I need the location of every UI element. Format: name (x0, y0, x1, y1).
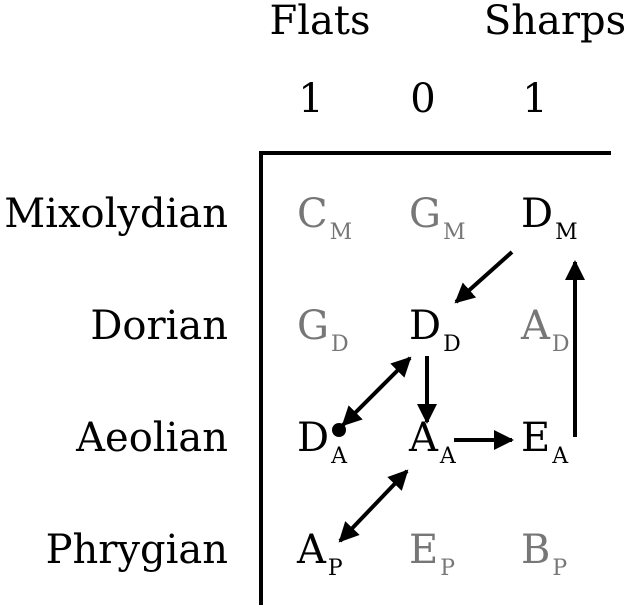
arrow-dm-to-dd (454, 250, 514, 304)
note-a-phrygian: AP (296, 527, 343, 581)
column-number-sharps: 1 (522, 76, 547, 122)
column-number-zero: 0 (410, 76, 435, 122)
start-markers (332, 423, 346, 437)
note-d-aeolian: DA (297, 415, 348, 469)
note-g-mixolydian: GM (409, 191, 465, 245)
note-grid: CM GM DM GD DD AD DA AA EA AP EP BP (296, 191, 578, 581)
mode-label-dorian: Dorian (90, 303, 228, 349)
flats-label: Flats (270, 0, 371, 44)
note-e-aeolian: EA (521, 415, 569, 469)
mode-label-phrygian: Phrygian (46, 527, 228, 573)
mode-label-mixolydian: Mixolydian (4, 191, 228, 237)
note-d-dorian: DD (409, 303, 461, 357)
note-a-dorian: AD (520, 303, 570, 357)
column-number-flats: 1 (298, 76, 323, 122)
note-a-aeolian: AA (408, 415, 457, 469)
note-g-dorian: GD (297, 303, 349, 357)
start-dot (332, 423, 346, 437)
arrow-dd-to-da (341, 356, 412, 427)
note-c-mixolydian: CM (297, 191, 352, 245)
note-b-phrygian: BP (521, 527, 567, 581)
connection-arrows (338, 250, 585, 543)
note-d-mixolydian: DM (521, 191, 578, 245)
arrow-aa-to-ap (338, 469, 409, 543)
mode-label-aeolian: Aeolian (75, 415, 228, 461)
note-e-phrygian: EP (409, 527, 455, 581)
sharps-label: Sharps (484, 0, 624, 44)
